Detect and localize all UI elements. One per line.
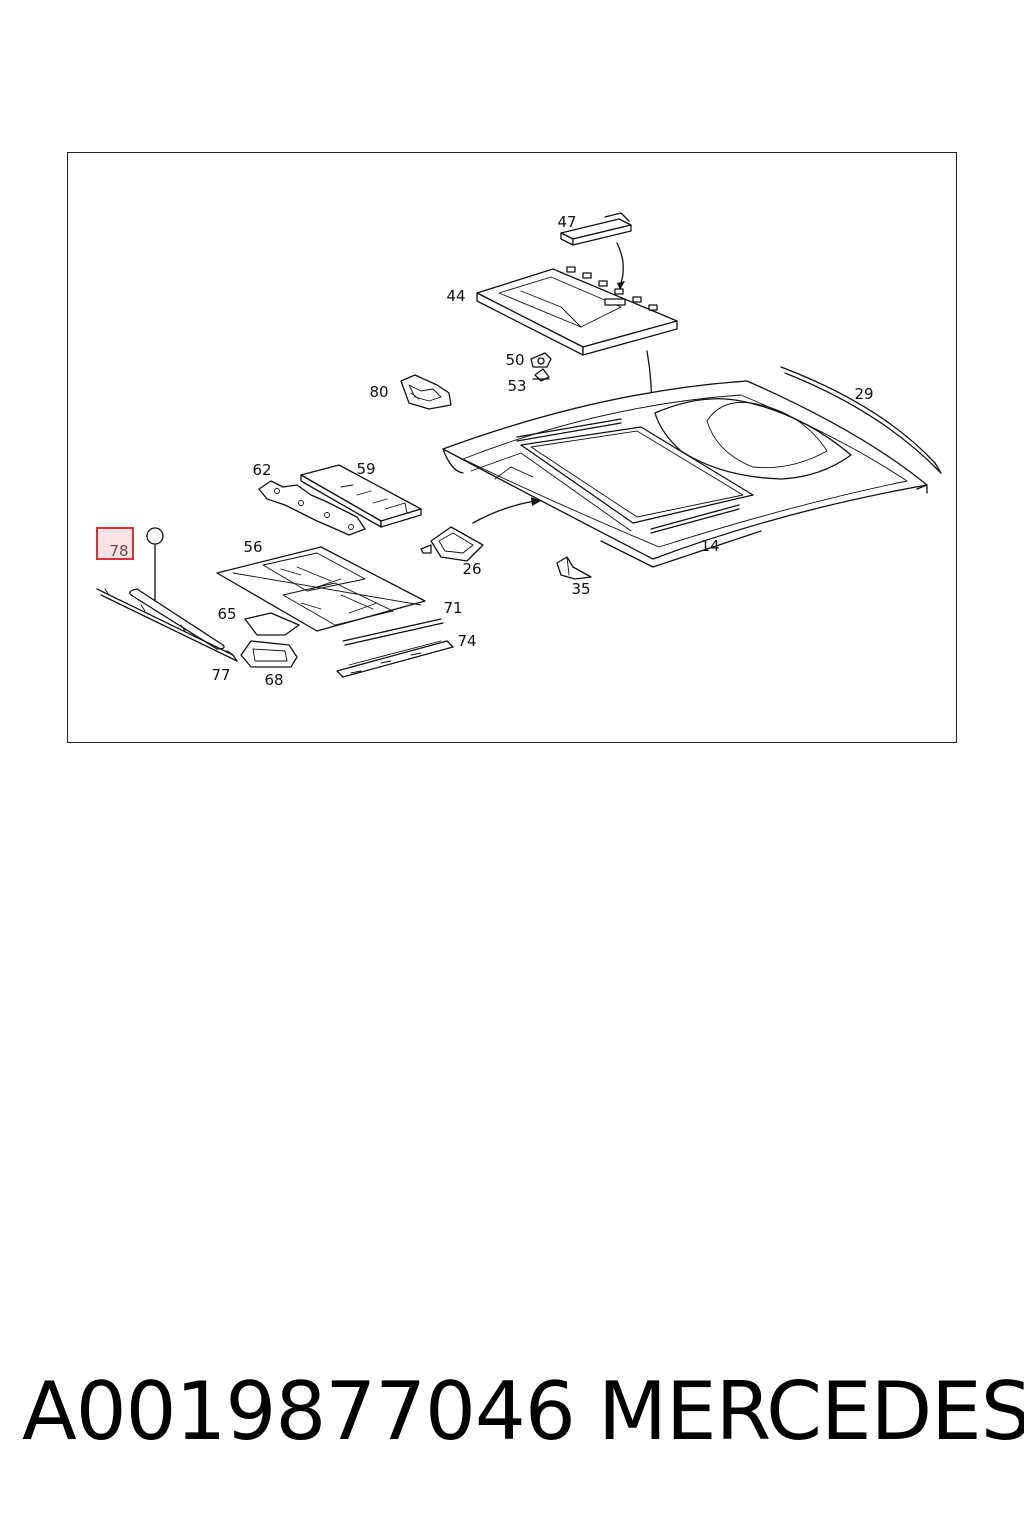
part-47-bracket[interactable] xyxy=(560,212,632,246)
callout-74[interactable]: 74 xyxy=(457,632,476,650)
callout-59[interactable]: 59 xyxy=(356,460,375,478)
part-44-frame[interactable] xyxy=(476,266,678,356)
callout-29[interactable]: 29 xyxy=(854,385,873,403)
arrow-head xyxy=(531,497,541,506)
part-14-roof-panel[interactable] xyxy=(442,380,928,568)
callout-71[interactable]: 71 xyxy=(443,599,462,617)
callout-26[interactable]: 26 xyxy=(462,560,481,578)
part-26-gasket[interactable] xyxy=(420,526,484,562)
part-74-seal-strip[interactable] xyxy=(336,640,454,678)
callout-80[interactable]: 80 xyxy=(369,383,388,401)
part-29-trim-strip[interactable] xyxy=(780,366,942,474)
part-number-label: A0019877046 xyxy=(22,1365,576,1458)
brand-label: MERCEDES xyxy=(598,1365,1024,1458)
callout-50[interactable]: 50 xyxy=(505,351,524,369)
callout-77[interactable]: 77 xyxy=(211,666,230,684)
arrow-head xyxy=(617,281,625,290)
callout-65[interactable]: 65 xyxy=(217,605,236,623)
part-65-glass[interactable] xyxy=(244,612,300,636)
highlight-box-78 xyxy=(96,527,134,560)
callout-14[interactable]: 14 xyxy=(700,537,719,555)
arrow-26-to-roof xyxy=(472,500,536,524)
callout-35[interactable]: 35 xyxy=(571,580,590,598)
part-77-rail[interactable] xyxy=(96,588,238,662)
arrow-47-to-44 xyxy=(616,242,624,284)
part-56-sliding-panel[interactable] xyxy=(216,546,426,632)
part-78-rod[interactable] xyxy=(129,527,225,650)
callout-78[interactable]: 78 xyxy=(109,542,128,560)
callout-47[interactable]: 47 xyxy=(557,213,576,231)
part-35-clip[interactable] xyxy=(556,556,592,580)
callout-68[interactable]: 68 xyxy=(264,671,283,689)
part-71-strip[interactable] xyxy=(342,618,444,646)
callout-56[interactable]: 56 xyxy=(243,538,262,556)
part-80-bracket[interactable] xyxy=(400,374,452,410)
exploded-roof-drawing: 47 44 50 53 80 29 62 59 78 56 26 14 35 6… xyxy=(96,212,942,689)
part-53-nut[interactable] xyxy=(532,368,550,382)
callout-53[interactable]: 53 xyxy=(507,377,526,395)
part-59-headliner-panel[interactable] xyxy=(300,464,422,528)
part-68-tray[interactable] xyxy=(240,640,298,668)
callout-44[interactable]: 44 xyxy=(446,287,465,305)
callout-62[interactable]: 62 xyxy=(252,461,271,479)
parts-diagram: 47 44 50 53 80 29 62 59 78 56 26 14 35 6… xyxy=(67,152,957,743)
part-62-reinforcement[interactable] xyxy=(258,480,366,536)
part-50-clip[interactable] xyxy=(530,352,552,368)
